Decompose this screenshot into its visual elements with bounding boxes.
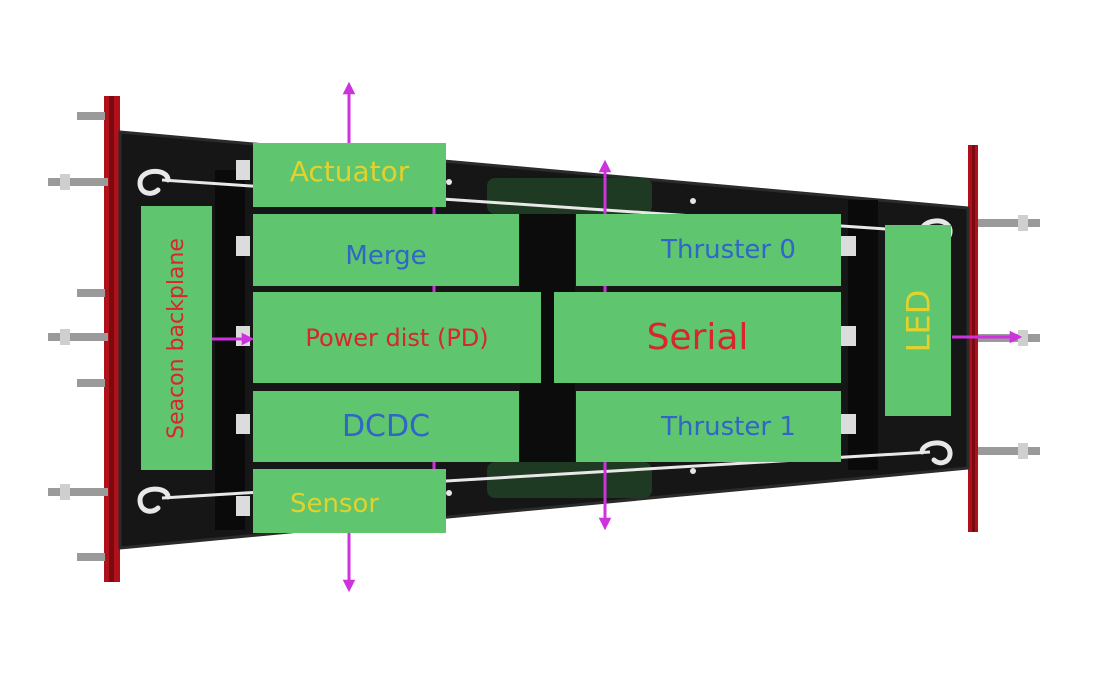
board-merge: Merge [253,214,519,286]
bolt-icon [48,112,108,561]
board-actuator: Actuator [253,143,446,207]
board-thruster-0: Thruster 0 [576,214,841,286]
label-serial: Serial [646,317,749,358]
label-seacon-backplane: Seacon backplane [164,237,190,439]
label-dcdc: DCDC [341,409,431,444]
board-led: LED [885,225,951,416]
label-thruster-0: Thruster 0 [661,235,796,265]
connector-tabs-right [840,236,856,434]
window-bottom [487,462,652,498]
connector-tabs-left [236,160,250,516]
board-power-dist: Power dist (PD) [253,292,541,383]
left-rail [215,170,245,530]
label-thruster-1: Thruster 1 [661,411,796,442]
board-serial: Serial [554,292,841,383]
board-dcdc: DCDC [253,391,519,462]
board-seacon-backplane: Seacon backplane [141,206,212,470]
label-sensor: Sensor [289,489,380,519]
label-power-dist: Power dist (PD) [305,323,489,352]
label-actuator: Actuator [289,154,410,188]
board-sensor: Sensor [253,469,446,533]
board-thruster-1: Thruster 1 [576,391,841,462]
left-end-plate [104,96,120,582]
label-merge: Merge [345,241,427,271]
plate-screws [446,179,696,496]
label-led: LED [899,289,937,352]
